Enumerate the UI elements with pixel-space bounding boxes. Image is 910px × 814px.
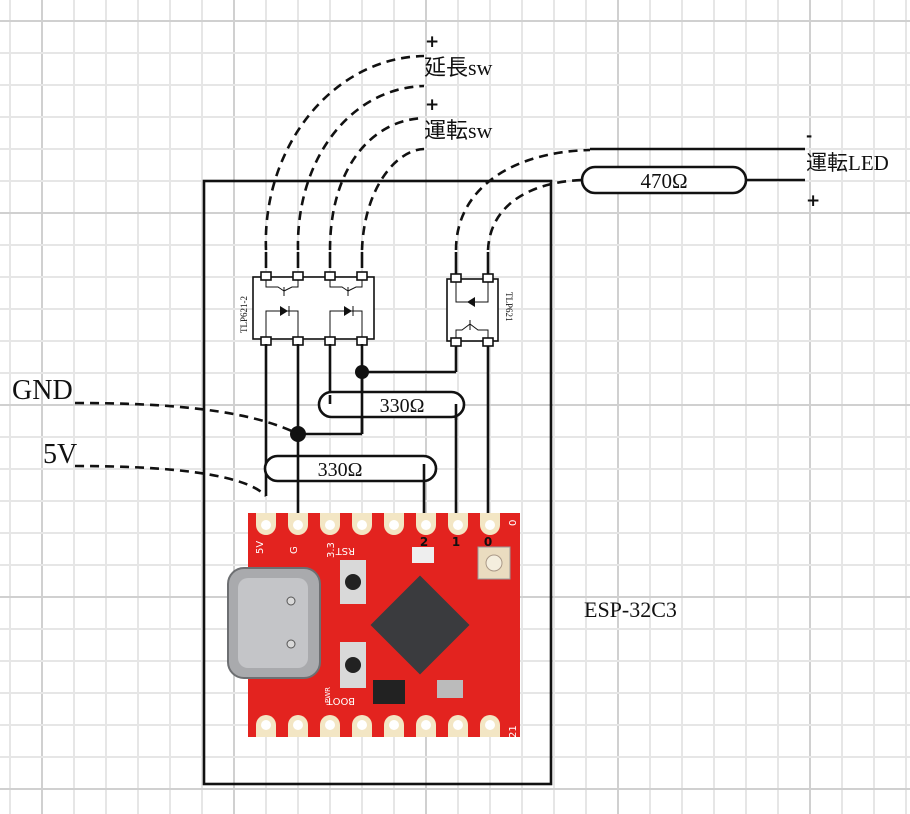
board-pad-hole xyxy=(357,520,367,530)
wire-enchou-plus xyxy=(264,54,425,251)
silk-0: 0 xyxy=(508,520,519,526)
silk-21: 21 xyxy=(508,725,519,738)
enclosure-box xyxy=(202,179,553,786)
board-pad-hole xyxy=(485,720,495,730)
resistor-330-b-label: 330Ω xyxy=(318,459,363,481)
pads-bottom xyxy=(256,715,500,737)
unten-sw-plus: + xyxy=(425,95,439,115)
wire-led-minus-dashed xyxy=(454,148,591,251)
wire-unten-minus xyxy=(360,147,425,251)
silk-3v3: 3.3 xyxy=(326,542,337,558)
resistor-470-label: 470Ω xyxy=(640,169,687,193)
resistor-330-b xyxy=(263,454,438,483)
wire-gnd-dashed xyxy=(74,401,299,436)
junction-dot-pin4 xyxy=(355,365,369,379)
unten-led-label: 運転LED xyxy=(806,151,889,175)
board-label: ESP-32C3 xyxy=(584,597,677,622)
silk-g: G xyxy=(289,546,300,554)
enchou-sw-plus: + xyxy=(425,32,439,52)
board-pad-hole xyxy=(421,520,431,530)
board-pad-hole xyxy=(485,520,495,530)
board-pad-hole xyxy=(357,720,367,730)
board-pad-hole xyxy=(261,520,271,530)
board-pad-hole xyxy=(293,520,303,530)
board-pad-hole xyxy=(261,720,271,730)
resistor-330-a-label: 330Ω xyxy=(380,395,425,417)
chip-tlp621-2-label: TLP621-2 xyxy=(239,296,249,333)
gpio-1-label: 1 xyxy=(452,535,460,549)
unten-led-plus: + xyxy=(806,191,820,211)
gnd-label: GND xyxy=(12,375,73,406)
esp-chip xyxy=(370,575,470,675)
unten-sw-label: 運転sw xyxy=(424,118,493,143)
wire-unten-plus xyxy=(328,116,425,251)
chip-tlp621: TLP621 xyxy=(446,273,514,347)
enchou-sw-label: 延長sw xyxy=(424,55,493,80)
wire-enchou-minus xyxy=(296,84,425,251)
5v-label: 5V xyxy=(43,439,77,470)
resistor-470 xyxy=(580,165,748,195)
board-pad-hole xyxy=(389,520,399,530)
board-pad-hole xyxy=(325,520,335,530)
board-pad-hole xyxy=(453,520,463,530)
wire-led-plus-dashed xyxy=(486,178,583,251)
wire-5v-dashed xyxy=(74,464,267,497)
chip-tlp621-2: TLP621-2 xyxy=(239,271,375,346)
board-pad-hole xyxy=(389,720,399,730)
silk-pwr: PWR xyxy=(324,687,332,703)
chip-tlp621-label: TLP621 xyxy=(504,292,514,322)
silk-boot: BOOT xyxy=(326,695,355,706)
board-pad-hole xyxy=(293,720,303,730)
gpio-0-label: 0 xyxy=(484,535,492,549)
board-pad-hole xyxy=(453,720,463,730)
silk-5v: 5V xyxy=(255,541,266,554)
resistor-330-a xyxy=(317,390,466,419)
esp32c3-board: 5V G 3.3 RST BOOT PWR 0 21 2 1 0 xyxy=(227,513,520,738)
silk-rst: RST xyxy=(335,545,355,556)
unten-led-minus: - xyxy=(806,127,812,145)
board-pad-hole xyxy=(325,720,335,730)
board-pad-hole xyxy=(421,720,431,730)
pads-top xyxy=(256,513,500,535)
gpio-2-label: 2 xyxy=(420,535,428,549)
